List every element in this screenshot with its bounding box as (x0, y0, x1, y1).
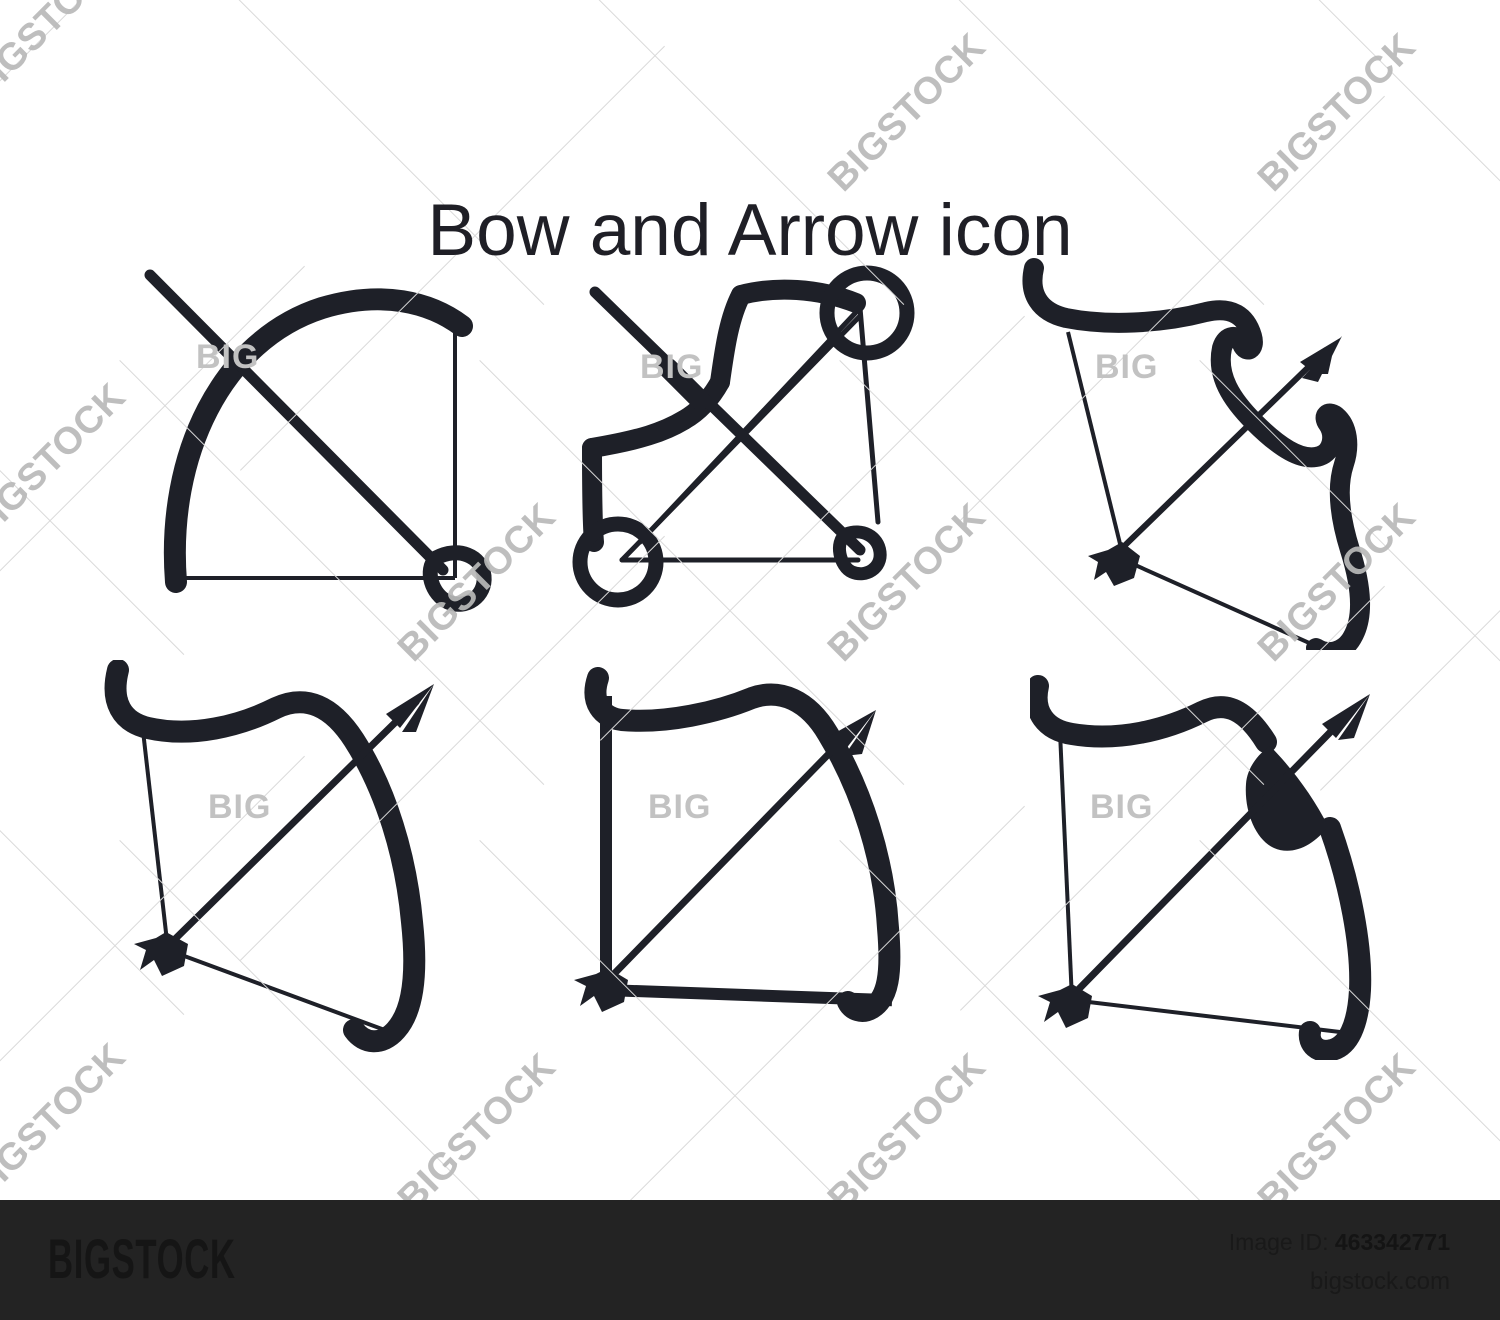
watermark-bigstock: BIGSTOCK (820, 25, 994, 200)
icon-bow-arrow-ornate-recurve[interactable] (1010, 250, 1410, 650)
page-title: Bow and Arrow icon (427, 189, 1073, 271)
footer-meta: Image ID: 463342771 bigstock.com (1229, 1226, 1450, 1300)
icon-bow-arrow-thick-grip[interactable] (1030, 650, 1420, 1060)
website-link[interactable]: bigstock.com (1309, 1268, 1450, 1296)
image-id-value: 463342771 (1334, 1229, 1450, 1255)
icon-bow-arrow-compound-pulley[interactable] (560, 260, 920, 620)
icon-grid (0, 250, 1500, 1080)
icon-bow-arrow-classic-arc[interactable] (110, 250, 510, 640)
watermark-bigstock: BIGSTOCK (0, 0, 134, 110)
watermark-bigstock: BIGSTOCK (1250, 25, 1424, 200)
footer-bar: BIGSTOCK Image ID: 463342771 bigstock.co… (0, 1200, 1500, 1320)
bigstock-logo[interactable]: BIGSTOCK (48, 1227, 236, 1290)
watermark-line (0, 0, 305, 201)
icon-bow-arrow-curved-hook-tips[interactable] (100, 660, 480, 1060)
image-id-label: Image ID: (1228, 1229, 1329, 1255)
image-id: Image ID: 463342771 (1229, 1226, 1450, 1259)
icon-bow-arrow-square-string[interactable] (570, 660, 960, 1060)
